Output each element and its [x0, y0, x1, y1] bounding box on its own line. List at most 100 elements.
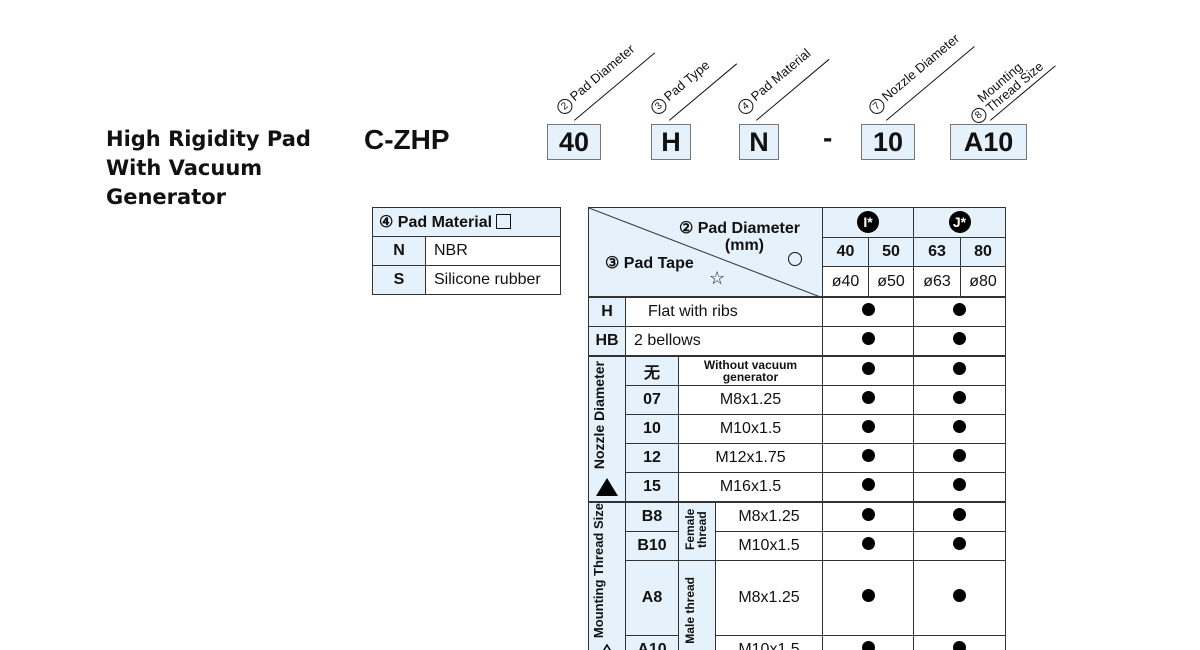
title-line: With Vacuum — [106, 156, 263, 180]
star-icon: ☆ — [709, 268, 726, 288]
diameter-value: ø80 — [960, 266, 1006, 298]
availability-j — [913, 414, 1006, 444]
dot-icon — [953, 478, 966, 491]
availability-j — [913, 635, 1006, 650]
availability-i — [822, 385, 914, 415]
nozzle-desc: Without vacuum generator — [678, 355, 823, 386]
table-row: B10 M10x1.5 — [589, 531, 1006, 561]
mount-group-label: Mounting Thread Size — [588, 501, 626, 650]
separator-dash: - — [823, 122, 833, 153]
availability-j — [913, 531, 1006, 561]
mount-label-text: Mounting Thread Size — [591, 503, 606, 639]
availability-i — [822, 443, 914, 473]
nozzle-code: 07 — [625, 385, 679, 415]
square-icon — [496, 214, 512, 229]
diameter-value: ø63 — [913, 266, 961, 298]
nozzle-desc: M8x1.25 — [678, 385, 823, 415]
nozzle-desc: M12x1.75 — [678, 443, 823, 473]
availability-j — [913, 559, 1006, 637]
code-box-diameter: 40 — [547, 124, 601, 160]
label-nozzle-diameter: 7Nozzle Diameter — [865, 31, 963, 117]
availability-i — [822, 635, 914, 650]
availability-i — [822, 296, 914, 327]
dot-icon — [861, 332, 875, 345]
availability-j — [913, 472, 1006, 503]
material-code: N — [372, 236, 426, 266]
diameter-value: ø40 — [822, 266, 869, 298]
female-thread-label: Female thread — [683, 508, 709, 550]
group-badge: I* — [857, 211, 879, 234]
dot-icon — [861, 362, 875, 375]
title-line: Generator — [106, 185, 227, 209]
dot-icon — [953, 449, 966, 462]
dot-icon — [861, 537, 875, 550]
type-code: HB — [588, 326, 626, 357]
dot-icon — [953, 537, 966, 550]
material-name: Silicone rubber — [424, 265, 562, 295]
title-line: High Rigidity Pad — [106, 127, 311, 151]
type-code: H — [588, 296, 626, 327]
availability-j — [913, 296, 1006, 327]
availability-j — [913, 326, 1006, 357]
diameter-value: ø50 — [868, 266, 914, 298]
availability-i — [822, 414, 914, 444]
mount-code: A10 — [625, 635, 679, 650]
dot-icon — [861, 449, 875, 462]
triangle-filled-icon — [596, 478, 618, 497]
size-header: 80 — [960, 236, 1006, 268]
label-text: Pad Diameter — [566, 41, 638, 104]
material-code: S — [372, 265, 426, 295]
dot-icon — [953, 589, 966, 603]
table-row: HB 2 bellows — [588, 326, 1006, 357]
availability-i — [822, 559, 914, 637]
label-text: Pad Type — [660, 57, 713, 104]
mount-desc: M8x1.25 — [715, 501, 823, 532]
mount-code: A8 — [625, 559, 679, 637]
table-row: A8 Male thread M8x1.25 — [589, 559, 1006, 650]
availability-i — [822, 531, 914, 561]
label-pad-diameter: 2Pad Diameter — [553, 41, 639, 117]
dot-icon — [861, 420, 875, 433]
dot-icon — [953, 391, 966, 404]
nozzle-code: 12 — [625, 443, 679, 473]
mount-code: B8 — [625, 501, 679, 532]
mount-code: B10 — [625, 531, 679, 561]
dot-icon — [953, 420, 966, 433]
label-pad-type: 3Pad Type — [647, 57, 714, 117]
nozzle-code: 无 — [625, 355, 679, 386]
availability-j — [913, 385, 1006, 415]
availability-j — [913, 443, 1006, 473]
dot-icon — [953, 362, 966, 375]
dot-icon — [861, 508, 875, 521]
material-header: ④ Pad Material — [371, 207, 562, 237]
model-code: C-ZHP — [364, 124, 450, 155]
size-header: 40 — [822, 236, 869, 268]
specification-table: ② Pad Diameter (mm) ③ Pad Tape ☆ I* J* 4… — [588, 207, 1006, 650]
label-text: Pad Material — [747, 45, 814, 104]
pad-type-header: ③ Pad Tape — [605, 255, 694, 272]
availability-i — [822, 501, 914, 532]
pad-diameter-header: ② Pad Diameter — [678, 220, 800, 237]
nozzle-code: 15 — [625, 472, 679, 503]
dot-icon — [861, 391, 875, 404]
product-title: High Rigidity Pad With Vacuum Generator — [106, 125, 311, 212]
dot-icon — [953, 508, 966, 521]
code-box-nozzle: 10 — [861, 124, 915, 160]
nozzle-code: 10 — [625, 414, 679, 444]
dot-icon — [861, 478, 875, 491]
nozzle-label-text: Nozzle Diameter — [591, 360, 607, 470]
dot-icon — [861, 641, 875, 650]
group-j: J* — [913, 207, 1006, 238]
circle-icon — [788, 252, 802, 266]
pad-diameter-unit: (mm) — [724, 237, 764, 254]
size-header: 50 — [868, 236, 914, 268]
code-box-thread: A10 — [950, 124, 1027, 160]
table-row: Nozzle Diameter 无 Without vacuum generat… — [588, 355, 1006, 503]
mount-desc: M10x1.5 — [715, 531, 823, 561]
